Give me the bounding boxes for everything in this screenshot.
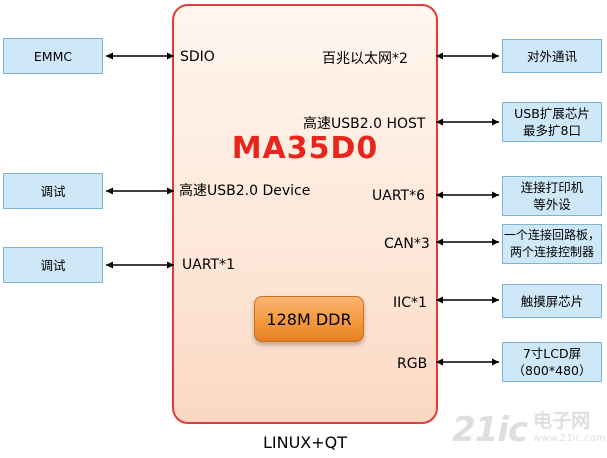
device-box-usb-hub: USB扩展芯片 最多扩8口 bbox=[502, 102, 602, 142]
port-label-uart1: UART*1 bbox=[182, 257, 235, 273]
device-label-line2: （800*480） bbox=[512, 363, 592, 378]
watermark-logo: 21ic bbox=[452, 410, 528, 450]
watermark: 21ic 电子网 www.21ic.com bbox=[452, 408, 606, 452]
port-label-rgb: RGB bbox=[397, 356, 428, 372]
os-label: LINUX+QT bbox=[262, 433, 348, 452]
chip-title: MA35D0 bbox=[231, 131, 379, 166]
device-box-lcd: 7寸LCD屏 （800*480） bbox=[502, 342, 602, 382]
memory-label: 128M DDR bbox=[266, 309, 352, 329]
device-label-line1: 一个连接回路板， bbox=[503, 228, 600, 242]
device-box-emmc: EMMC bbox=[3, 38, 103, 74]
memory-block: 128M DDR bbox=[254, 296, 364, 342]
port-label-usb-host: 高速USB2.0 HOST bbox=[303, 116, 426, 132]
device-box-debug-usb: 调试 bbox=[3, 173, 103, 209]
port-label-usb-device: 高速USB2.0 Device bbox=[179, 183, 311, 199]
device-label: 调试 bbox=[40, 257, 66, 273]
watermark-name: 电子网 bbox=[533, 410, 591, 432]
device-label-line1: 7寸LCD屏 bbox=[522, 346, 582, 361]
device-label-line2: 最多扩8口 bbox=[523, 123, 581, 138]
chip-block bbox=[172, 4, 438, 424]
port-label-ethernet: 百兆以太网*2 bbox=[322, 51, 408, 67]
device-box-comm: 对外通讯 bbox=[502, 39, 602, 73]
device-box-can: 一个连接回路板， 两个连接控制器 bbox=[502, 224, 602, 264]
watermark-text: 电子网 www.21ic.com bbox=[533, 410, 606, 447]
port-label-iic1: IIC*1 bbox=[393, 295, 427, 311]
device-label: 对外通讯 bbox=[526, 48, 577, 64]
device-box-debug-uart: 调试 bbox=[3, 247, 103, 283]
port-label-can3: CAN*3 bbox=[384, 236, 430, 252]
port-label-uart6: UART*6 bbox=[372, 188, 425, 204]
device-label: 触摸屏芯片 bbox=[520, 293, 584, 309]
device-box-printer: 连接打印机 等外设 bbox=[502, 176, 602, 216]
device-label: 调试 bbox=[40, 183, 66, 199]
device-label-line2: 两个连接控制器 bbox=[509, 245, 594, 259]
device-label-line1: USB扩展芯片 bbox=[514, 106, 590, 121]
device-box-touch: 触摸屏芯片 bbox=[502, 284, 602, 318]
device-label: EMMC bbox=[33, 48, 73, 64]
watermark-url: www.21ic.com bbox=[533, 433, 606, 444]
device-label-line1: 连接打印机 bbox=[520, 180, 584, 195]
device-label-line2: 等外设 bbox=[533, 197, 571, 212]
port-label-sdio: SDIO bbox=[180, 49, 215, 65]
